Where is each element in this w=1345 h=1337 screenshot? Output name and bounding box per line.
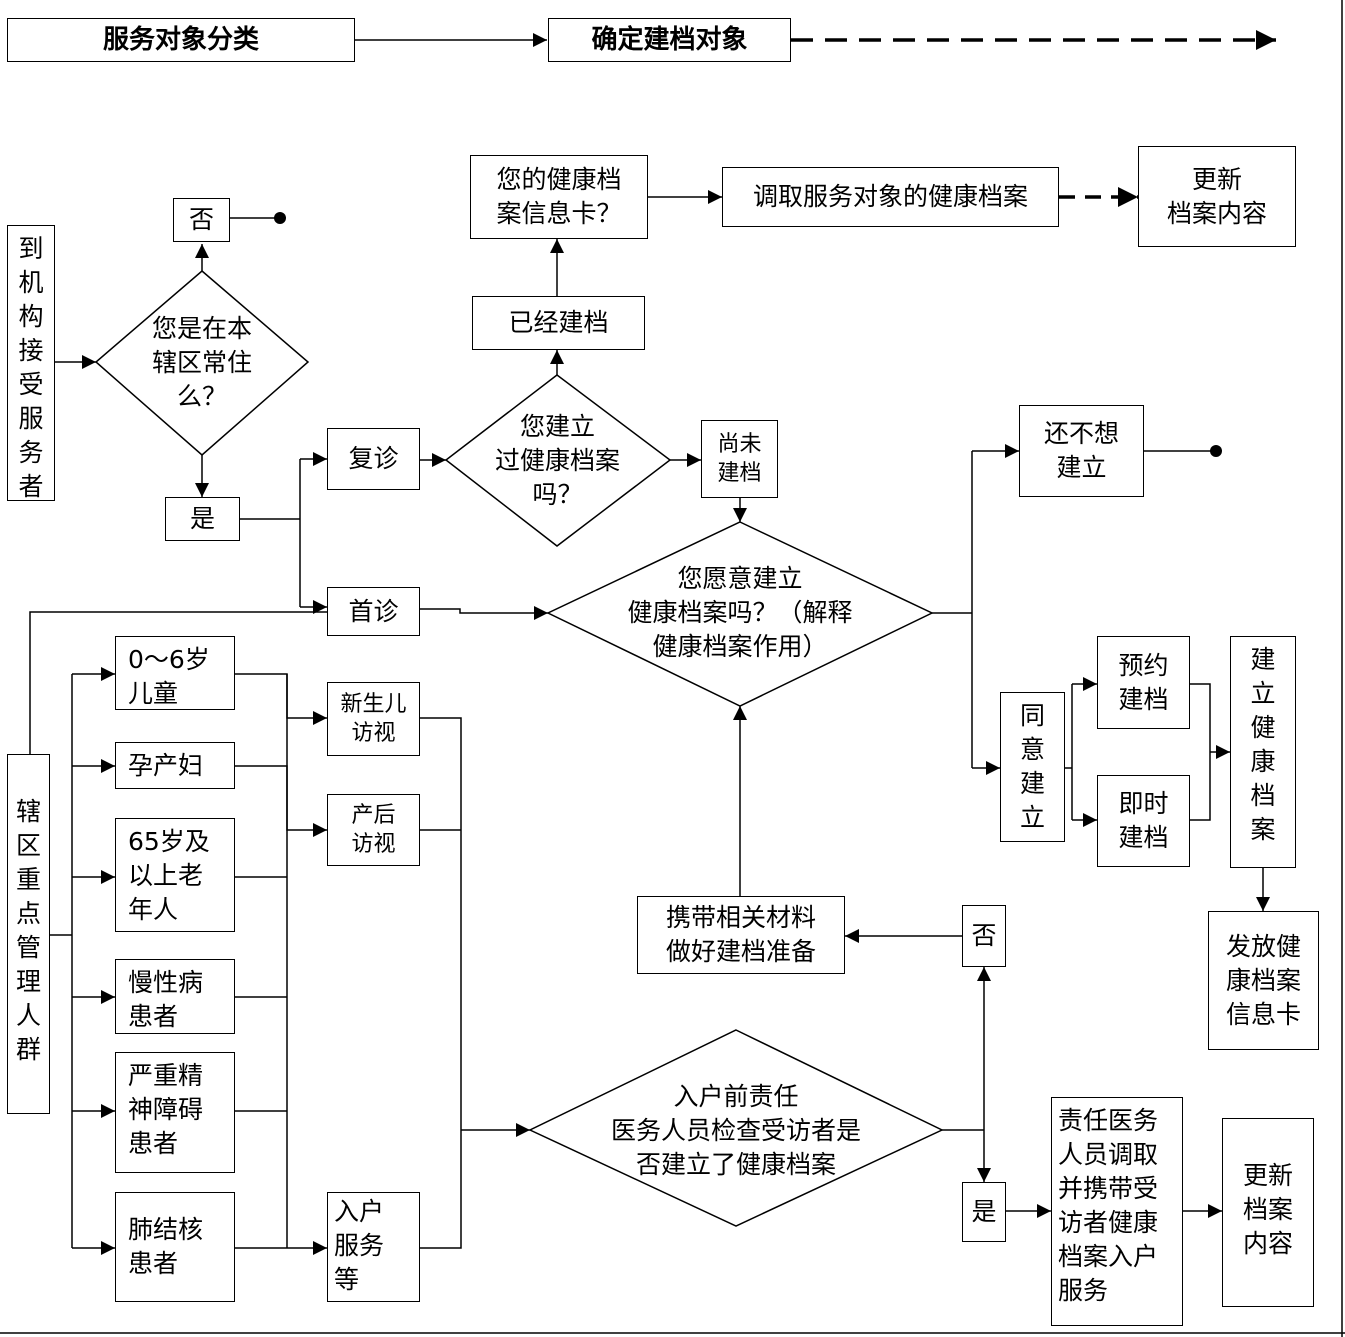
check-no-box: 否 <box>962 905 1006 967</box>
check-diamond <box>528 1029 944 1227</box>
update-record-bottom-box: 更新 档案 内容 <box>1222 1118 1314 1307</box>
revisit-box: 复诊 <box>327 428 420 490</box>
walk-in-recipient-box: 到 机 构 接 受 服 务 者 <box>7 225 55 501</box>
group-child-box: 0～6岁 儿童 <box>115 636 235 710</box>
willing-question: 您愿意建立 健康档案吗？（解释 健康档案作用） <box>627 563 853 661</box>
group-mental-box: 严重精 神障碍 患者 <box>115 1052 235 1173</box>
prepare-materials-box: 携带相关材料 做好建档准备 <box>637 896 845 974</box>
group-tb-box: 肺结核 患者 <box>115 1192 235 1302</box>
responsible-staff-box: 责任医务 人员调取 并携带受 访者健康 档案入户 服务 <box>1051 1097 1183 1326</box>
end-dot <box>1210 445 1222 457</box>
first-visit-box: 首诊 <box>327 587 420 636</box>
retrieve-record-box: 调取服务对象的健康档案 <box>722 167 1059 227</box>
not-yet-built-box: 尚未 建档 <box>701 420 778 498</box>
key-population-box: 辖 区 重 点 管 理 人 群 <box>7 754 50 1114</box>
card-question-box: 您的健康档 案信息卡？ <box>470 155 648 239</box>
built-question: 您建立 过健康档案 吗？ <box>494 411 620 509</box>
postpartum-visit-box: 产后 访视 <box>327 794 420 866</box>
immediate-box: 即时 建档 <box>1097 775 1190 867</box>
classify-header: 服务对象分类 <box>7 18 355 62</box>
group-chronic-box: 慢性病 患者 <box>115 959 235 1034</box>
appointment-box: 预约 建档 <box>1097 636 1190 729</box>
build-record-box: 建 立 健 康 档 案 <box>1230 636 1296 868</box>
check-yes-box: 是 <box>962 1182 1006 1242</box>
resident-question: 您是在本 辖区常住 么？ <box>151 313 252 411</box>
dont-want-box: 还不想 建立 <box>1019 405 1144 497</box>
already-built-box: 已经建档 <box>472 296 645 350</box>
issue-card-box: 发放健 康档案 信息卡 <box>1208 911 1319 1050</box>
newborn-visit-box: 新生儿 访视 <box>327 682 420 756</box>
home-service-box: 入户 服务 等 <box>327 1192 420 1302</box>
resident-no-box: 否 <box>173 198 230 242</box>
group-elderly-box: 65岁及 以上老 年人 <box>115 818 235 932</box>
end-dot <box>274 212 286 224</box>
update-record-top-box: 更新 档案内容 <box>1138 146 1296 247</box>
resident-yes-box: 是 <box>165 497 240 541</box>
group-maternal-box: 孕产妇 <box>115 742 235 789</box>
agree-box: 同 意 建 立 <box>1000 692 1065 842</box>
check-question: 入户前责任 医务人员检查受访者是 否建立了健康档案 <box>610 1081 861 1179</box>
built-diamond <box>444 374 672 547</box>
confirm-header: 确定建档对象 <box>548 18 791 62</box>
